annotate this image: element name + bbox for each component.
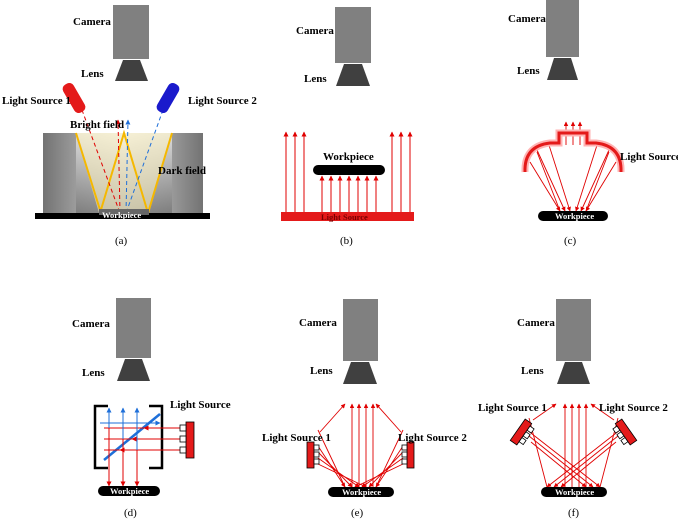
workpiece	[538, 211, 608, 221]
camera-body	[113, 5, 149, 59]
lens-label: Lens	[517, 65, 540, 77]
light-source-1-label: Light Source 1	[2, 95, 71, 107]
lens-label: Lens	[310, 365, 333, 377]
light-source-2	[406, 441, 415, 469]
converging-rays	[317, 403, 404, 488]
lens-label: Lens	[521, 365, 544, 377]
camera-body	[546, 0, 579, 57]
panel-e: Camera Lens	[262, 299, 467, 519]
panel-c: Camera Lens Workpiece Light Source (c)	[508, 0, 678, 247]
camera-label: Camera	[73, 16, 111, 28]
light-source-2-label: Light Source 2	[188, 95, 257, 107]
light-source-2	[612, 418, 638, 446]
workpiece-label: Workpiece	[342, 487, 381, 497]
light-source	[185, 421, 195, 459]
camera-body	[556, 299, 591, 361]
camera-label: Camera	[72, 318, 110, 330]
workpiece-label: Workpiece	[102, 210, 141, 220]
camera-label: Camera	[508, 13, 546, 25]
lens	[115, 60, 148, 81]
workpiece	[541, 487, 607, 497]
camera-body	[343, 299, 378, 361]
camera-body	[335, 7, 371, 63]
lens	[343, 362, 377, 384]
light-source-label: Light Source	[321, 212, 368, 222]
caption-d: (d)	[124, 507, 137, 519]
lens-label: Lens	[81, 68, 104, 80]
workpiece-base	[35, 213, 210, 219]
light-source-panel	[281, 212, 414, 221]
lens-label: Lens	[304, 73, 327, 85]
workpiece-label: Workpiece	[323, 151, 374, 163]
camera-label: Camera	[296, 25, 334, 37]
panel-d: Camera Lens	[72, 298, 231, 519]
workpiece	[313, 165, 385, 175]
caption-e: (e)	[351, 507, 364, 519]
lens	[547, 58, 578, 80]
lens	[117, 359, 150, 381]
workpiece-label: Workpiece	[555, 211, 594, 221]
enclosure-right	[149, 404, 164, 470]
workpiece	[98, 486, 160, 496]
light-source-label: Light Source	[170, 399, 231, 411]
dome-rays	[529, 121, 617, 212]
enclosure-left	[93, 404, 108, 470]
lens	[336, 64, 370, 86]
beam-splitter	[103, 413, 161, 461]
panel-b: Camera Lens Workpiece Light Source (b)	[281, 7, 414, 247]
light-source-2-label: Light Source 2	[398, 432, 467, 444]
caption-c: (c)	[564, 235, 577, 247]
light-source-2-label: Light Source 2	[599, 402, 668, 414]
caption-a: (a)	[115, 235, 128, 247]
panel-f: Camera Lens	[478, 299, 668, 519]
camera-label: Camera	[517, 317, 555, 329]
light-source-1	[62, 82, 86, 114]
light-source-1-label: Light Source 1	[262, 432, 331, 444]
lens-label: Lens	[82, 367, 105, 379]
workpiece-label: Workpiece	[110, 486, 149, 496]
crossing-rays	[526, 403, 621, 488]
caption-f: (f)	[568, 507, 579, 519]
light-source-label: Light Source	[620, 151, 678, 163]
workpiece-top	[99, 209, 149, 215]
light-source-1	[509, 418, 535, 446]
lens	[557, 362, 590, 384]
light-source-1-label: Light Source 1	[478, 402, 547, 414]
panel-a: Camera Lens Light Source 1 Light Source …	[2, 5, 257, 247]
bright-field-label: Bright field	[70, 119, 124, 131]
workpiece-label: Workpiece	[555, 487, 594, 497]
caption-b: (b)	[340, 235, 353, 247]
camera-label: Camera	[299, 317, 337, 329]
upward-rays	[283, 131, 413, 212]
light-source-2	[156, 82, 180, 114]
workpiece	[328, 487, 394, 497]
light-source-1	[306, 441, 315, 469]
dark-field-label: Dark field	[158, 165, 206, 177]
camera-body	[116, 298, 151, 358]
